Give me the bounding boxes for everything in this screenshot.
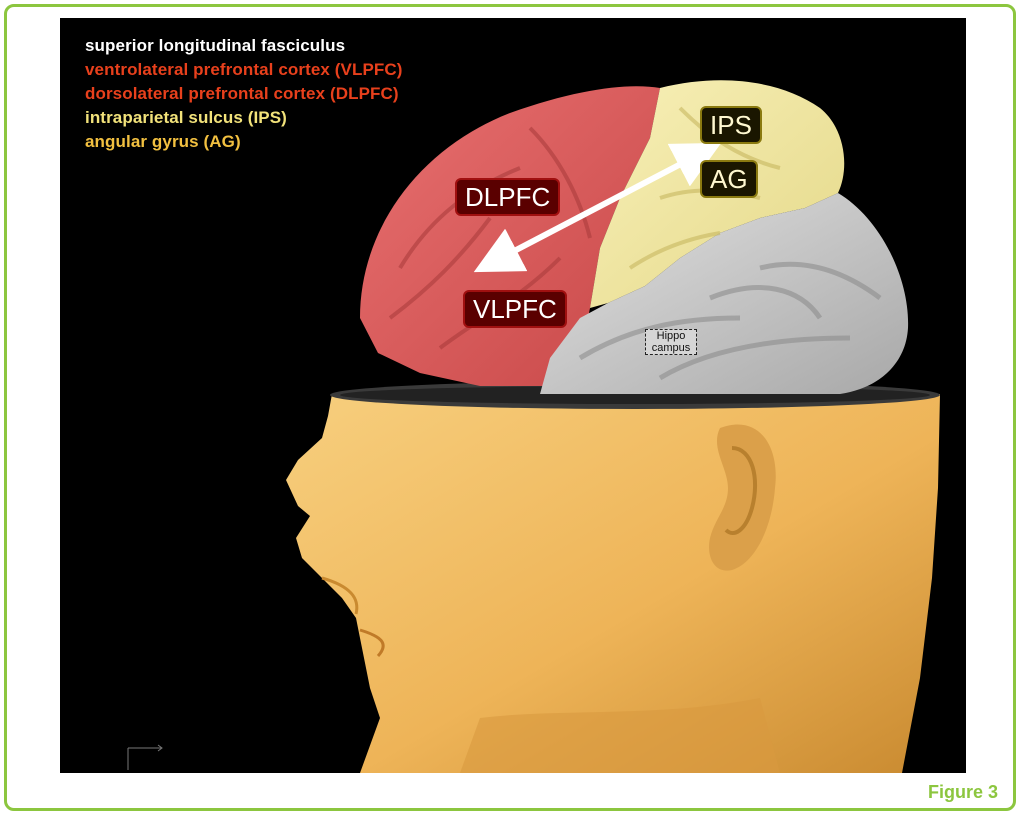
- dlpfc-label: DLPFC: [455, 178, 560, 216]
- scale-bar: [128, 745, 162, 770]
- head-model: [286, 394, 940, 773]
- legend-item-vlpfc: ventrolateral prefrontal cortex (VLPFC): [85, 58, 403, 82]
- figure-image: superior longitudinal fasciculus ventrol…: [60, 18, 966, 773]
- ag-label: AG: [700, 160, 758, 198]
- figure-caption: Figure 3: [928, 782, 998, 803]
- legend-item-ag: angular gyrus (AG): [85, 130, 403, 154]
- legend: superior longitudinal fasciculus ventrol…: [85, 34, 403, 154]
- legend-item-dlpfc: dorsolateral prefrontal cortex (DLPFC): [85, 82, 403, 106]
- hippocampus-label: Hippo campus: [645, 329, 697, 355]
- legend-item-ips: intraparietal sulcus (IPS): [85, 106, 403, 130]
- legend-item-slf: superior longitudinal fasciculus: [85, 34, 403, 58]
- vlpfc-label: VLPFC: [463, 290, 567, 328]
- ips-label: IPS: [700, 106, 762, 144]
